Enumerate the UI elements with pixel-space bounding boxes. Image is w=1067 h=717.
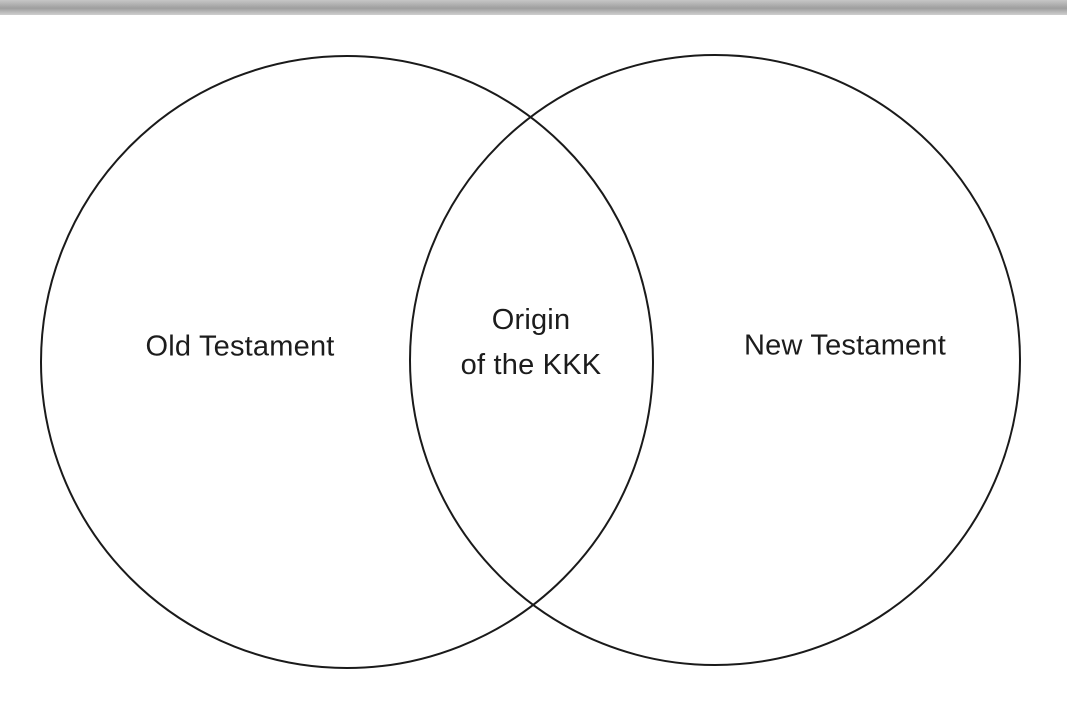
intersection-label-line1: Origin	[491, 304, 571, 337]
top-gradient-bar	[0, 0, 1067, 15]
right-circle	[409, 54, 1021, 666]
left-circle-label: Old Testament	[145, 330, 335, 363]
left-circle	[40, 55, 654, 669]
intersection-label: Origin of the KKK	[461, 298, 602, 388]
right-circle-label: New Testament	[744, 329, 946, 362]
intersection-label-line2: of the KKK	[460, 349, 602, 381]
